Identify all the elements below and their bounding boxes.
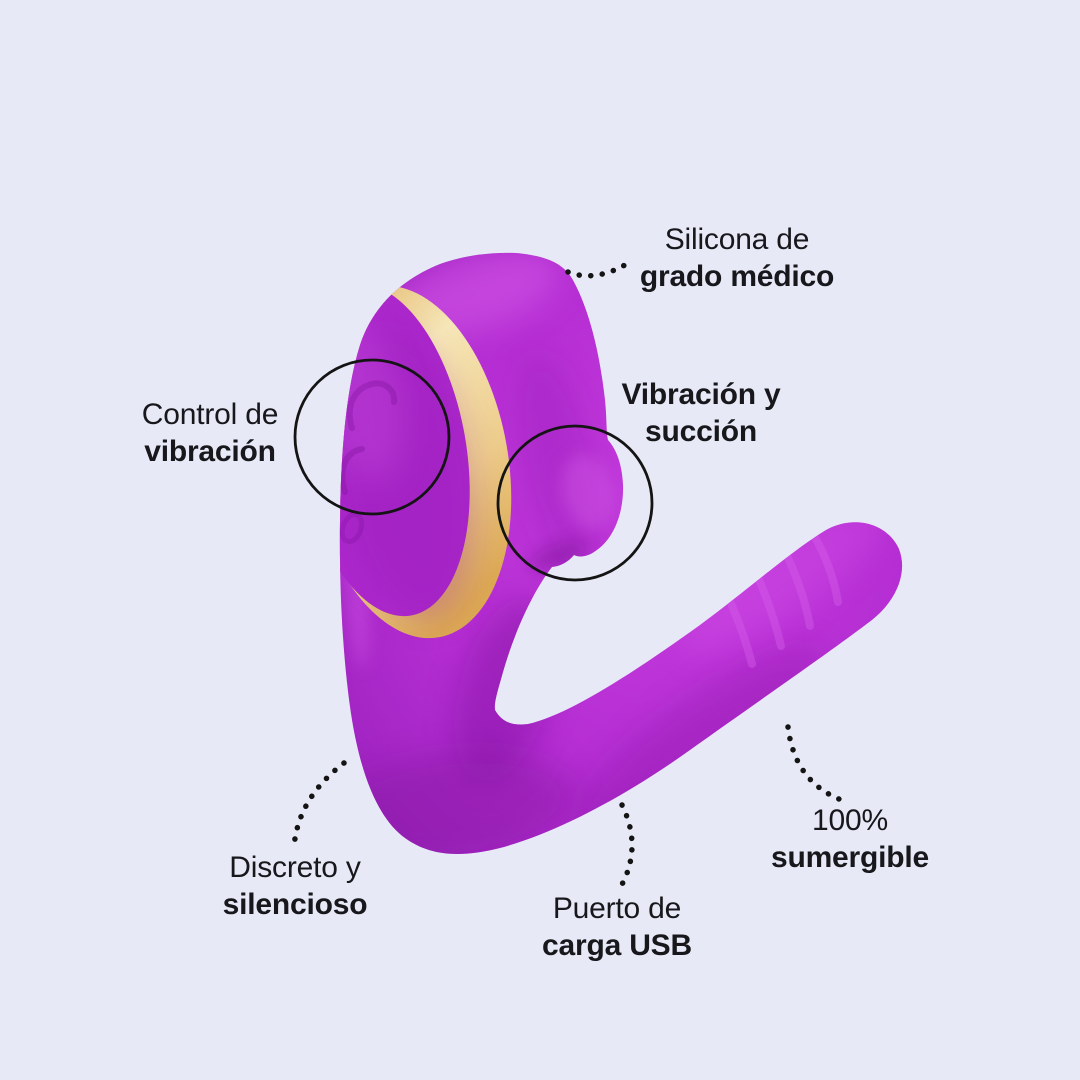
leader-line-charging — [617, 802, 635, 891]
label-material-line1: Silicona de — [664, 223, 810, 256]
mode-wave-button — [339, 446, 365, 495]
label-usb-charging-line1: Puerto de — [552, 892, 682, 925]
suction-focus-circle — [496, 424, 654, 582]
label-vibration-control-line2: vibración — [144, 435, 276, 468]
label-vibration-suction: Vibración y succión — [622, 376, 781, 450]
leader-line-waterproof — [785, 724, 850, 805]
leader-line-discreet — [291, 760, 347, 850]
label-discreet-silent: Discreto y silencioso — [223, 849, 368, 923]
arm-top-highlight — [677, 508, 883, 652]
label-vibration-control-line1: Control de — [141, 398, 279, 431]
label-material: Silicona de grado médico — [639, 221, 835, 295]
label-waterproof-line1: 100% — [812, 804, 888, 837]
label-vibration-control: Control de vibración — [141, 396, 279, 470]
label-material-line2: grado médico — [639, 260, 835, 293]
vibration-wave-button — [346, 380, 398, 431]
suction-nozzle-highlight — [561, 454, 615, 530]
label-vibration-suction-line2: succión — [645, 415, 757, 448]
power-button — [339, 511, 365, 545]
label-usb-charging-line2: carga USB — [542, 929, 692, 962]
control-focus-circle — [293, 358, 451, 516]
label-vibration-suction-line1: Vibración y — [621, 378, 781, 411]
label-discreet-silent-line2: silencioso — [222, 888, 368, 921]
suction-neck-shadow — [529, 541, 587, 571]
label-usb-charging: Puerto de carga USB — [542, 890, 692, 964]
label-waterproof: 100% sumergible — [771, 802, 929, 876]
label-discreet-silent-line1: Discreto y — [229, 851, 361, 884]
leader-line-material — [565, 259, 633, 279]
head-side-shadow — [515, 352, 605, 588]
label-waterproof-line2: sumergible — [770, 841, 930, 874]
